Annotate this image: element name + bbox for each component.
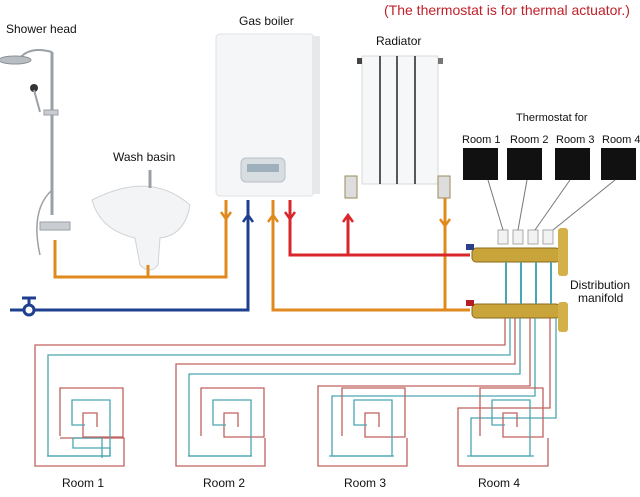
room-spiral-return (188, 399, 252, 457)
wash-basin-icon (91, 170, 191, 271)
thermostat-for-label: Thermostat for (516, 112, 588, 124)
room-spiral-supply (59, 387, 124, 438)
room-3-label: Room 3 (344, 476, 387, 490)
flow-arrows (219, 211, 452, 229)
hot-water-pipes (53, 198, 470, 312)
thermostat-room-3-icon (555, 148, 590, 180)
room-spiral-supply (341, 387, 406, 438)
heating-supply-pipe (288, 200, 470, 257)
thermostat-room-2-label: Room 2 (510, 134, 549, 146)
room-spirals (47, 387, 544, 457)
gas-boiler-icon (215, 33, 320, 197)
manifold-label-line2: manifold (578, 291, 624, 305)
room-spiral-supply (479, 387, 544, 438)
thermostat-room-2-icon (507, 148, 542, 180)
underfloor-loops (34, 318, 557, 467)
thermostat-room-4-icon (601, 148, 636, 180)
room-1-label: Room 1 (62, 476, 105, 490)
thermostats (463, 148, 636, 231)
cold-water-pipe (10, 200, 250, 317)
thermostat-room-1-icon (463, 148, 498, 180)
room-spiral-supply (200, 387, 265, 438)
thermostat-note: (The thermostat is for thermal actuator.… (384, 2, 630, 18)
manifold-label-line1: Distribution (570, 278, 631, 292)
room-spiral-return (467, 399, 531, 457)
distribution-manifold-icon (466, 228, 568, 332)
room-4-label: Room 4 (478, 476, 521, 490)
thermostat-room-4-label: Room 4 (602, 134, 640, 146)
gas-boiler-label: Gas boiler (239, 14, 294, 28)
room-2-label: Room 2 (203, 476, 246, 490)
shower-head-label: Shower head (6, 22, 77, 36)
wash-basin-label: Wash basin (113, 150, 176, 164)
radiator-icon (344, 55, 451, 199)
radiator-label: Radiator (376, 34, 422, 48)
shower-head-icon (0, 49, 71, 256)
thermostat-room-1-label: Room 1 (462, 134, 501, 146)
room-spiral-return (47, 399, 111, 457)
room-spiral-return (329, 399, 393, 457)
thermostat-room-3-label: Room 3 (556, 134, 595, 146)
